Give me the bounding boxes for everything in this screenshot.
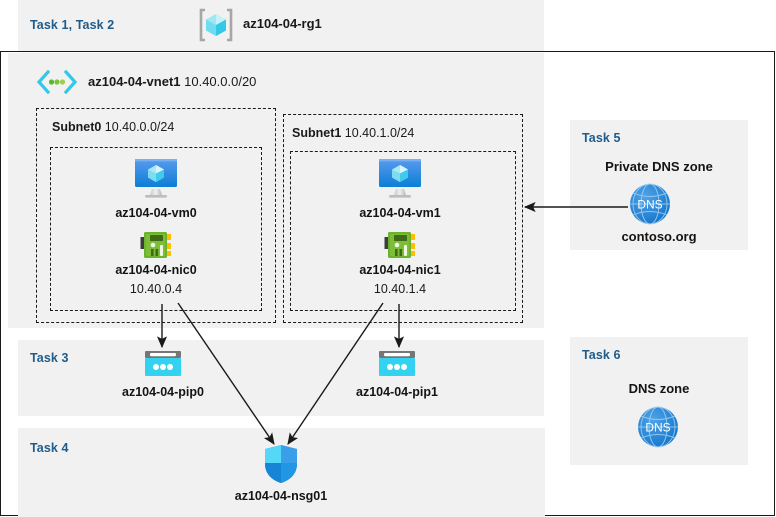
nic1-private-ip: 10.40.1.4 xyxy=(373,282,427,296)
network-interface-icon xyxy=(140,230,172,260)
vnet-title: az104-04-vnet1 10.40.0.0/20 xyxy=(88,74,257,89)
virtual-machine-icon xyxy=(377,158,423,198)
network-interface-icon xyxy=(384,230,416,260)
subnet1-container xyxy=(283,114,523,323)
subnet1-title: Subnet1 10.40.1.0/24 xyxy=(292,126,415,140)
pip1-label: az104-04-pip1 xyxy=(356,385,438,399)
vm0-label: az104-04-vm0 xyxy=(115,206,197,220)
task-label-1-2: Task 1, Task 2 xyxy=(30,18,115,32)
subnet0-container xyxy=(36,108,276,323)
public-ip-band xyxy=(18,340,544,416)
subnet1-inner-container xyxy=(290,151,516,311)
subnet0-title: Subnet0 10.40.0.0/24 xyxy=(52,120,175,134)
nic1-label: az104-04-nic1 xyxy=(359,263,441,277)
dns-zone-heading: DNS zone xyxy=(628,381,690,396)
resource-group-band xyxy=(18,0,544,51)
network-security-group-icon xyxy=(264,444,298,484)
dns-icon-text: DNS xyxy=(637,198,662,212)
dns-icon-text: DNS xyxy=(645,421,670,435)
private-dns-zone-heading: Private DNS zone xyxy=(605,159,713,174)
nic0-private-ip: 10.40.0.4 xyxy=(129,282,183,296)
task-label-6: Task 6 xyxy=(582,348,621,362)
vm1-label: az104-04-vm1 xyxy=(359,206,441,220)
resource-group-icon xyxy=(198,7,234,43)
task-label-5: Task 5 xyxy=(582,131,621,145)
pip0-label: az104-04-pip0 xyxy=(122,385,204,399)
nic0-label: az104-04-nic0 xyxy=(115,263,197,277)
subnet0-inner-container xyxy=(50,147,262,311)
dns-zone-icon: DNS xyxy=(637,406,679,448)
private-dns-zone-panel xyxy=(570,120,748,250)
virtual-machine-icon xyxy=(133,158,179,198)
dns-zone-icon: DNS xyxy=(629,183,671,225)
task-label-4: Task 4 xyxy=(30,441,69,455)
resource-group-name: az104-04-rg1 xyxy=(243,16,322,31)
virtual-network-icon xyxy=(36,69,78,95)
vnet-panel xyxy=(8,53,544,328)
nsg-label: az104-04-nsg01 xyxy=(234,489,328,503)
public-ip-icon xyxy=(143,350,183,380)
private-dns-zone-name: contoso.org xyxy=(621,229,697,244)
public-ip-icon xyxy=(377,350,417,380)
task-label-3: Task 3 xyxy=(30,351,69,365)
